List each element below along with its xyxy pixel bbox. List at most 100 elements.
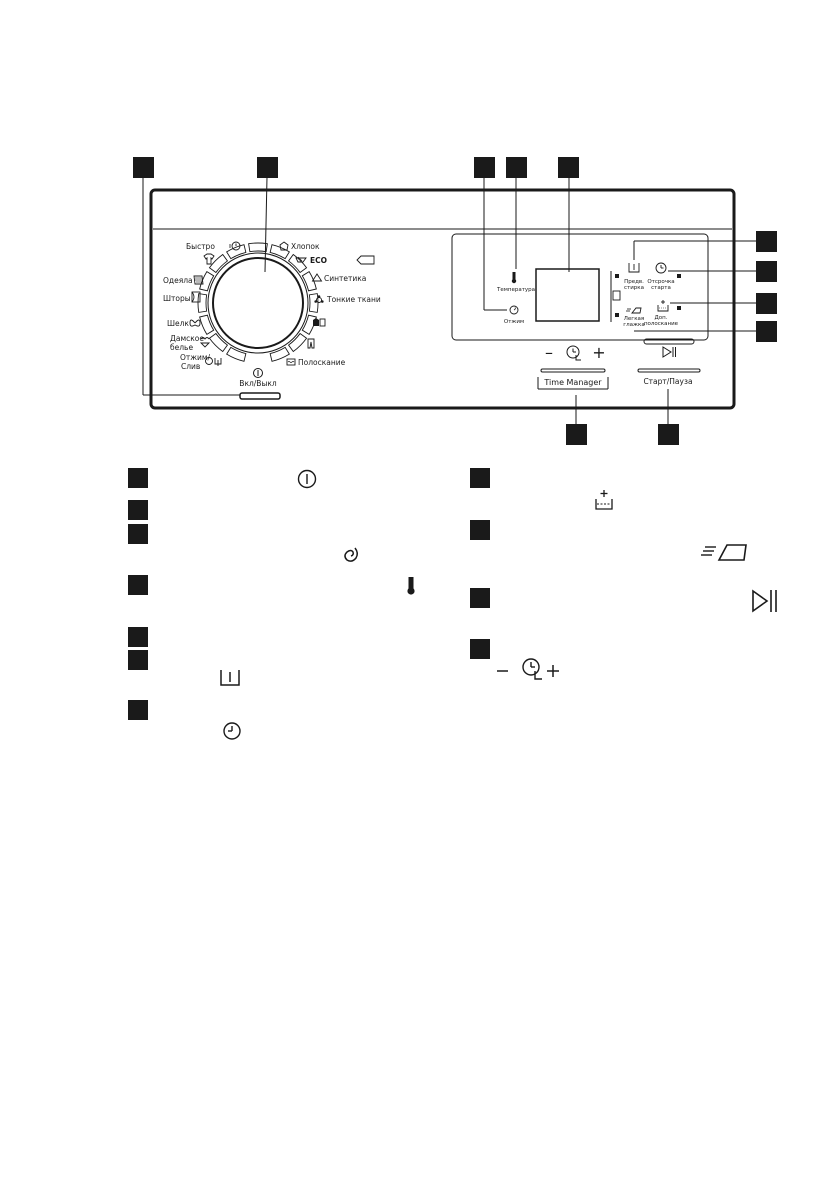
- easy-iron-icon: [626, 307, 642, 314]
- dial-position-tile: [208, 253, 229, 274]
- legend-badge: [470, 520, 490, 540]
- power-icon: [253, 368, 263, 378]
- jeans-icon: [307, 338, 315, 349]
- legend-badge: [470, 468, 490, 488]
- legend-badge: [128, 650, 148, 670]
- spin-icon: [344, 547, 359, 562]
- spin-control[interactable]: Отжим: [504, 305, 524, 325]
- temperature-label: Температура: [496, 287, 535, 293]
- callout-badge: [506, 157, 527, 178]
- legend-badge: [128, 500, 148, 520]
- start-pause-label: Старт/Пауза: [643, 377, 692, 386]
- legend-badge: [128, 575, 148, 595]
- dial-position-tile: [287, 253, 308, 274]
- legend-left: [128, 468, 415, 740]
- program-label-sintetika: Синтетика: [324, 274, 366, 283]
- callout-badge: [756, 293, 777, 314]
- prewash-control[interactable]: Предв.стирка: [624, 263, 644, 291]
- extra-rinse-icon: [657, 300, 669, 312]
- extra-rinse-label: Доп.полоскание: [644, 315, 679, 327]
- duvet-icon: [193, 275, 204, 285]
- program-label-khlopok: Хлопок: [291, 242, 320, 251]
- delay-start-icon: [223, 722, 241, 740]
- power-button[interactable]: [239, 392, 281, 400]
- washer-panel: [149, 188, 736, 410]
- dial-position-tile: [269, 244, 290, 260]
- power-label: Вкл/Выкл: [239, 379, 277, 388]
- delicates-icon: [314, 295, 324, 303]
- dial-position-tile: [269, 346, 290, 362]
- program-label-otzhim: Отжим/Слив: [180, 353, 211, 371]
- program-label-bystro: Быстро: [186, 242, 215, 251]
- lingerie-icon: [199, 337, 211, 348]
- legend-badge: [128, 627, 148, 647]
- start-pause-top-bar: [643, 338, 695, 345]
- prewash-icon: [628, 263, 640, 273]
- start-pause-icon: [662, 346, 676, 358]
- callout-badge: [658, 424, 679, 445]
- time-manager-plus[interactable]: +: [592, 343, 605, 362]
- callout-badge: [566, 424, 587, 445]
- time-manager-control[interactable]: – + Time Manager: [537, 343, 609, 390]
- dial-position-tile: [199, 314, 215, 335]
- program-label-shtory: Шторы: [163, 294, 191, 303]
- tag-icon: [356, 255, 375, 265]
- silk-icon: [189, 319, 201, 327]
- callout-badge: [756, 261, 777, 282]
- dial-position-tile: [197, 293, 208, 313]
- legend-badge: [128, 524, 148, 544]
- time-manager-icon: [566, 345, 581, 361]
- prewash-label: Предв.стирка: [624, 279, 644, 291]
- program-label-odeyala: Одеяла: [163, 276, 193, 285]
- delay-start-icon: [655, 262, 667, 274]
- prewash-icon: [220, 670, 240, 686]
- program-label-shelk: Шелк: [167, 319, 189, 328]
- extra-rinse-control[interactable]: Доп.полоскание: [644, 300, 679, 327]
- extra-rinse-icon: [595, 490, 613, 510]
- dial-position-tile: [308, 293, 319, 313]
- program-label-poloskanie: Полоскание: [298, 358, 346, 367]
- dial-position-tile: [226, 244, 247, 260]
- temperature-icon: [511, 272, 517, 284]
- callout-badge: [133, 157, 154, 178]
- start-pause-control[interactable]: Старт/Пауза: [637, 338, 701, 386]
- callout-badge: [756, 231, 777, 252]
- curtains-icon: [191, 291, 201, 303]
- dial-position-markers: [197, 242, 319, 362]
- time-manager-icon: [497, 658, 559, 680]
- spin-drain-icon: [205, 357, 222, 366]
- program-label-tonkie: Тонкие ткани: [326, 295, 381, 304]
- callout-badge: [558, 157, 579, 178]
- dial-position-tile: [248, 242, 268, 253]
- power-control[interactable]: Вкл/Выкл: [239, 368, 281, 400]
- easy-iron-icon: [701, 544, 747, 561]
- time-manager-button[interactable]: [540, 368, 606, 373]
- cotton-icon: [279, 241, 289, 251]
- temperature-icon: [407, 577, 415, 595]
- dial-position-tile: [287, 332, 308, 353]
- temperature-control[interactable]: Температура: [496, 272, 535, 293]
- dial-position-tile: [199, 271, 215, 292]
- start-pause-button[interactable]: [637, 368, 701, 373]
- legend-badge: [128, 700, 148, 720]
- legend-right: [470, 468, 777, 680]
- callout-leader-lines: [142, 176, 759, 424]
- dial-position-tile: [301, 271, 317, 292]
- legend-badge: [470, 588, 490, 608]
- shirt-icon: [203, 253, 215, 265]
- start-pause-icon: [752, 589, 777, 613]
- program-label-eco: ECO: [310, 256, 327, 265]
- time-manager-minus[interactable]: –: [545, 343, 553, 362]
- option-indicators: [610, 271, 681, 322]
- program-dial[interactable]: [197, 242, 319, 362]
- legend-badge: [470, 639, 490, 659]
- digital-display: [535, 268, 600, 322]
- rinse-icon: [286, 358, 296, 366]
- spin-icon: [509, 305, 519, 315]
- dial-position-tile: [208, 332, 229, 353]
